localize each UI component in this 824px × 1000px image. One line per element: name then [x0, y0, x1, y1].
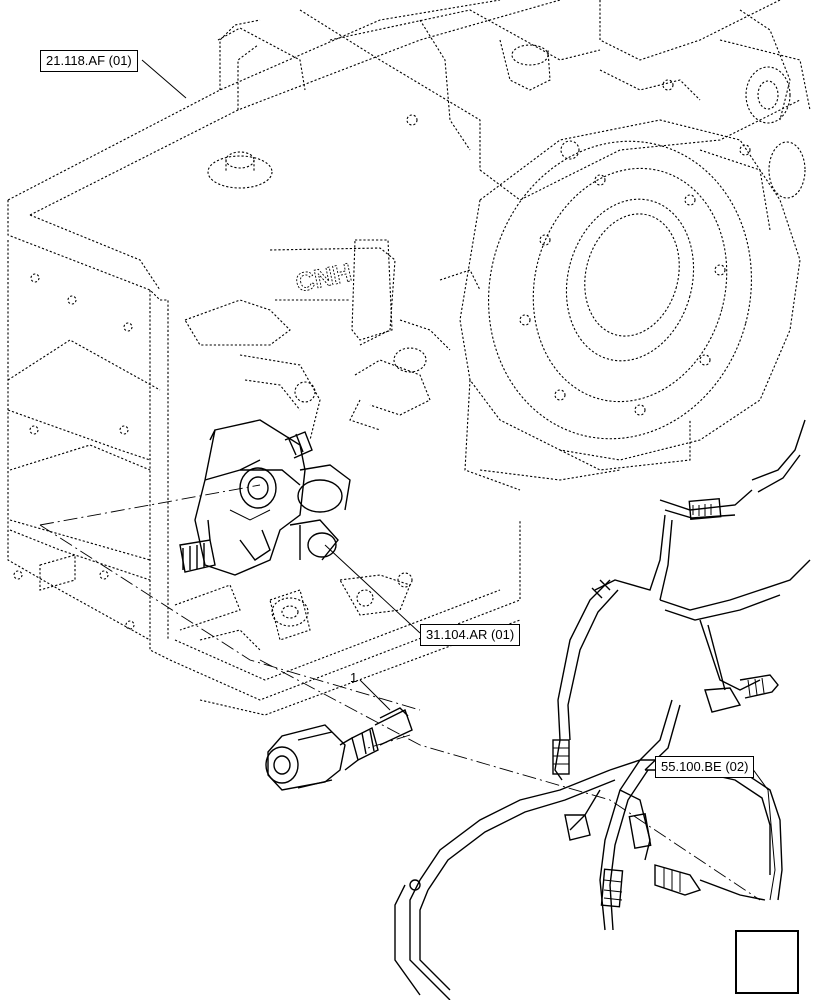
leader-lines: [141, 59, 776, 901]
previous-page-button[interactable]: [735, 930, 799, 994]
gearbox-housing: [7, 0, 811, 716]
wiring-harness: [394, 419, 811, 1000]
casting-lettering: CNH: [293, 257, 354, 298]
item-number-1: 1: [350, 670, 358, 685]
ref-label-pto-valve[interactable]: 31.104.AR (01): [420, 624, 521, 646]
ref-label-harness[interactable]: 55.100.BE (02): [655, 756, 755, 778]
drive-flange: [459, 119, 801, 491]
pto-valve-body: [179, 419, 351, 576]
ref-label-gearbox[interactable]: 21.118.AF (01): [40, 50, 138, 72]
alignment-centerlines: [39, 484, 761, 901]
item-1-sensor: [265, 707, 413, 791]
